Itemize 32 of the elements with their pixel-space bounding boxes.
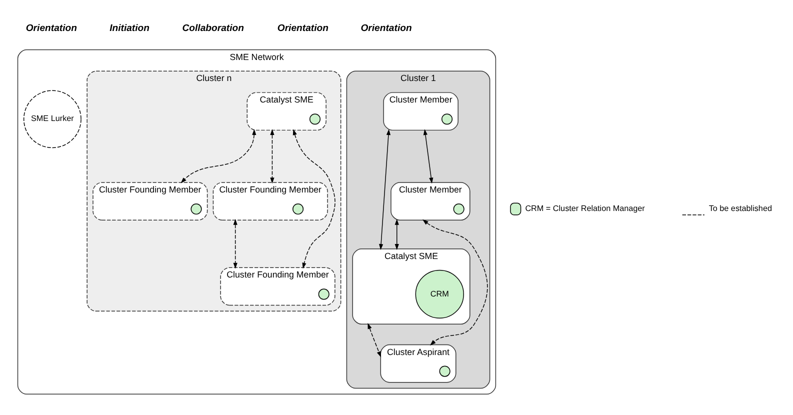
arrow (422, 218, 488, 345)
label: Collaboration (182, 22, 244, 34)
node-circle (453, 203, 464, 214)
label: Orientation (277, 22, 328, 34)
arrow (180, 128, 256, 183)
arrow (423, 128, 434, 184)
node-circle (309, 113, 321, 124)
cluster: Catalyst SME (246, 92, 326, 130)
node-circle (439, 365, 450, 376)
arrow (270, 128, 274, 184)
node-circle (292, 203, 304, 214)
cluster: Cluster Founding Member (92, 182, 208, 220)
node-circle: CRM (415, 269, 464, 318)
arrow (394, 218, 399, 250)
cluster: Cluster Founding Member (212, 182, 328, 220)
legend-label: CRM = Cluster Relation Manager (525, 204, 645, 213)
node-circle (318, 288, 330, 300)
cluster: Cluster Aspirant (380, 344, 456, 382)
arrow (368, 322, 382, 357)
arrow (292, 128, 336, 268)
label: Orientation (26, 22, 77, 34)
arrow (378, 128, 391, 250)
cluster: Cluster Member (383, 92, 458, 130)
node-circle: SME Lurker (23, 90, 82, 148)
node-circle (190, 203, 202, 214)
label: Initiation (110, 22, 150, 34)
label: Orientation (360, 22, 412, 34)
cluster: Cluster Founding Member (220, 266, 336, 306)
legend-label: To be established (708, 204, 772, 213)
cluster: Cluster Member (390, 182, 470, 220)
arrow (233, 218, 238, 268)
node-circle (442, 113, 453, 124)
